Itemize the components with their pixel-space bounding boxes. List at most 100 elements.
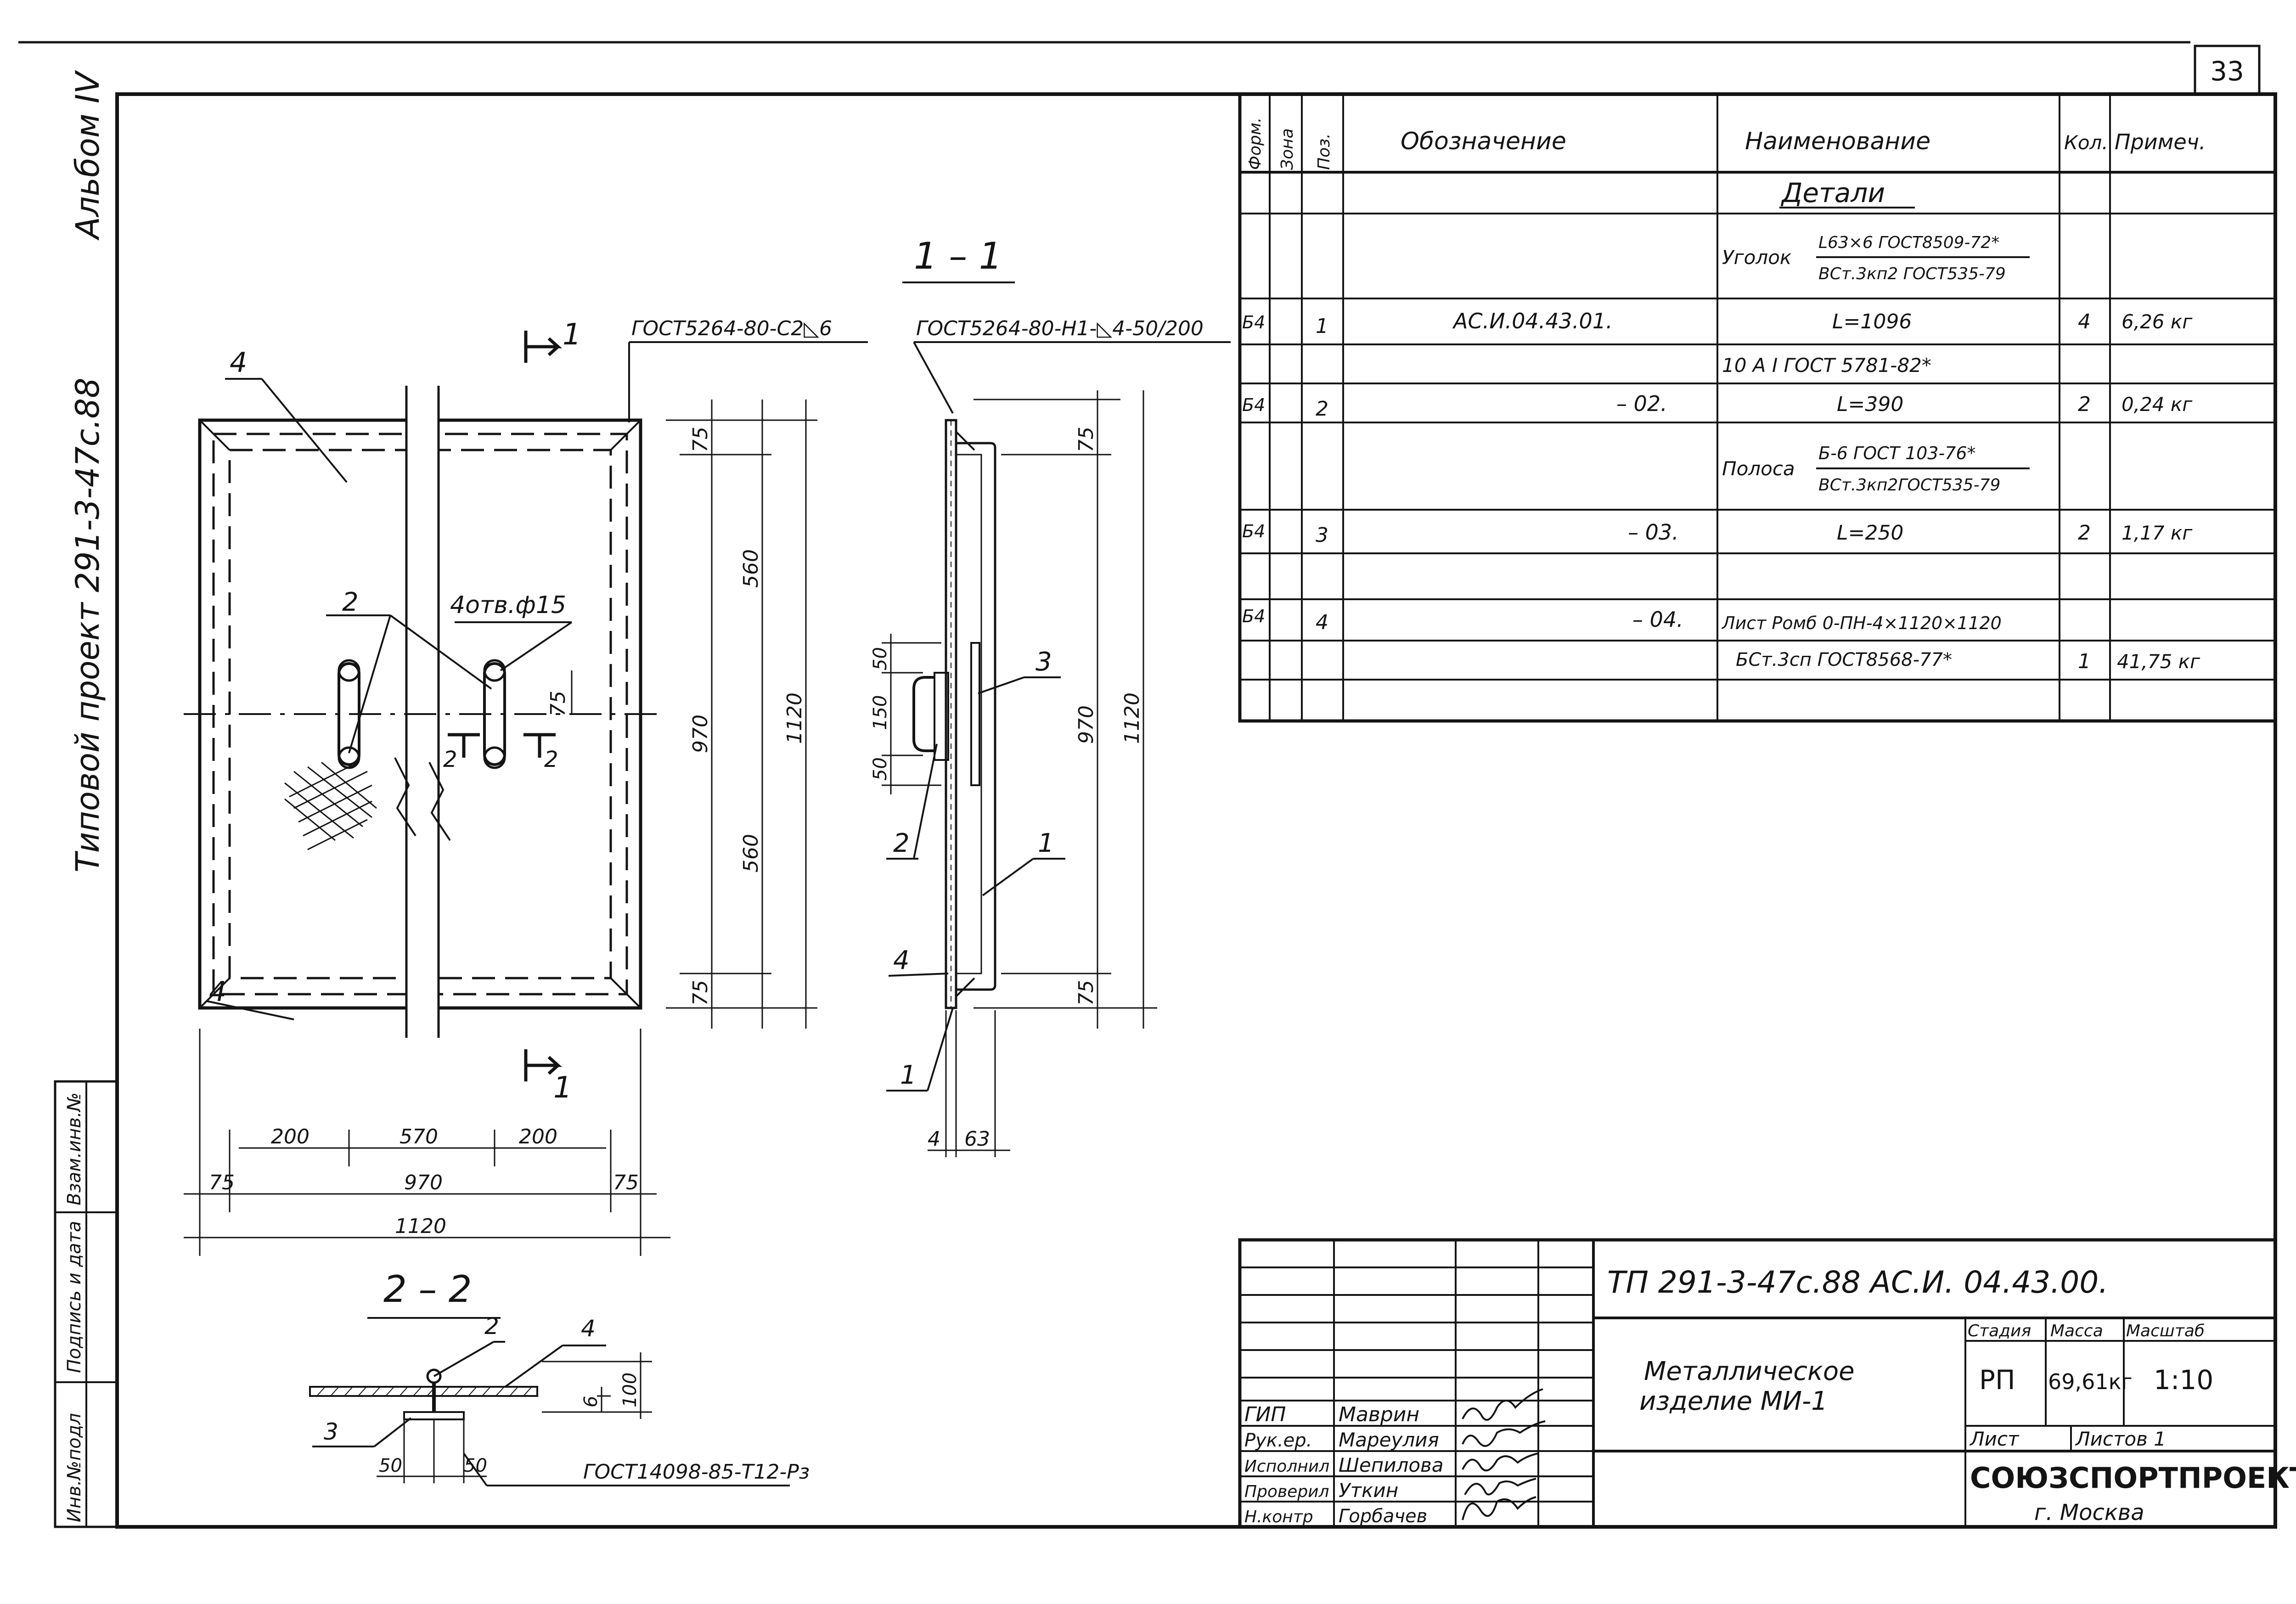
row5-name: L=250: [1837, 521, 1903, 545]
role-3: Проверил: [1244, 1482, 1329, 1501]
row5-pos: 3: [1316, 523, 1328, 547]
city-name: г. Москва: [2034, 1500, 2144, 1525]
row8-qty: 1: [2078, 650, 2091, 673]
vdim-1: 75: [689, 427, 712, 452]
role-0: ГИП: [1244, 1403, 1286, 1426]
scale-label: Масштаб: [2126, 1322, 2205, 1340]
callout-2: 2: [342, 587, 359, 617]
hdim-1a: 200: [271, 1125, 310, 1148]
row3-pos: 2: [1316, 397, 1328, 421]
s11-callout-1b: 1: [900, 1060, 917, 1090]
stage-value: РП: [1979, 1364, 2015, 1396]
row7-name: Лист Ромб 0-ПН-4×1120×1120: [1721, 613, 2002, 633]
row0-name: Уголок: [1722, 246, 1792, 269]
s22-dim-50a: 50: [379, 1455, 402, 1476]
role-2: Исполнил: [1244, 1457, 1329, 1476]
section-title-details: Детали: [1780, 177, 1885, 208]
plan-weld-note: ГОСТ5264-80-С2◺6: [631, 317, 832, 340]
header-form: Форм.: [1246, 118, 1265, 170]
hdim-2c: 75: [613, 1171, 639, 1194]
album-label: Альбом IV: [69, 70, 107, 241]
s11-callout-4: 4: [893, 946, 910, 975]
row5-note: 1,17 кг: [2122, 522, 2193, 544]
row1-note: 6,26 кг: [2122, 310, 2193, 333]
row4-name-den: ВСт.3кп2ГОСТ535-79: [1818, 476, 2000, 495]
hdim-2b: 970: [404, 1171, 443, 1194]
role-1: Рук.ер.: [1244, 1430, 1312, 1451]
section-1-1-title: 1 – 1: [914, 235, 1002, 277]
handle-right: [483, 662, 506, 766]
vdim-3: 970: [689, 715, 712, 753]
project-label: Типовой проект 291-3-47с.88: [69, 377, 107, 872]
s22-callout-2: 2: [484, 1313, 499, 1339]
row1-form: Б4: [1242, 312, 1265, 332]
row3-qty: 2: [2078, 393, 2091, 416]
row4-name: Полоса: [1722, 457, 1795, 480]
stamp-box-1: Инв.№подл: [64, 1413, 85, 1522]
header-note: Примеч.: [2115, 129, 2206, 154]
stamp-box-3: Взам.инв.№: [64, 1092, 85, 1205]
main-frame: [115, 92, 2277, 1529]
sheets-label: Листов 1: [2075, 1428, 2166, 1450]
name-3: Уткин: [1339, 1479, 1398, 1502]
mesh-hatch: [284, 761, 377, 850]
row7-designation: – 04.: [1632, 607, 1683, 632]
sheet-label: Лист: [1969, 1428, 2020, 1450]
s11-handle-dim-1: 50: [870, 647, 891, 670]
mass-value: 69,61кг: [2048, 1369, 2133, 1394]
name-4: Горбачев: [1339, 1506, 1427, 1527]
row4-name-num: Б-6 ГОСТ 103-76*: [1818, 443, 1976, 463]
hdim-1b: 570: [400, 1125, 438, 1148]
stage-label: Стадия: [1968, 1322, 2031, 1340]
vdim-5: 75: [689, 980, 712, 1006]
row0-name-den: ВСт.3кп2 ГОСТ535-79: [1818, 265, 2006, 283]
section2-mark-right: 2: [544, 747, 558, 772]
s11-bottom-dim-2: 63: [964, 1127, 990, 1151]
org-name: СОЮЗСПОРТПРОЕКТ: [1970, 1461, 2296, 1495]
header-name: Наименование: [1745, 128, 1930, 155]
vdim-4: 560: [739, 834, 763, 872]
row7-pos: 4: [1316, 611, 1328, 634]
holes-note: 4отв.ф15: [450, 591, 566, 619]
name-2: Шепилова: [1339, 1454, 1444, 1476]
s11-handle-dim-2: 150: [870, 695, 891, 730]
dim-75-handle: 75: [546, 691, 570, 716]
callout-4-top: 4: [230, 347, 247, 379]
s11-callout-1a: 1: [1038, 828, 1054, 858]
row7-form: Б4: [1242, 606, 1265, 626]
row5-designation: – 03.: [1628, 520, 1679, 545]
vdim-total: 1120: [783, 692, 806, 744]
hdim-2a: 75: [209, 1171, 235, 1194]
row3-form: Б4: [1242, 395, 1265, 415]
section-mark-bottom: 1: [553, 1071, 572, 1105]
header-designation: Обозначение: [1401, 128, 1566, 155]
s11-callout-2: 2: [893, 828, 910, 858]
header-zone: Зона: [1278, 128, 1297, 170]
row3-name: L=390: [1837, 393, 1903, 416]
section-2-2: 2 – 2 2 4 3 6 100 50 50 Г: [309, 1268, 810, 1486]
sheet-frame: 33: [18, 41, 2277, 1529]
section-2-2-title: 2 – 2: [383, 1268, 472, 1311]
name-1: Мареулия: [1339, 1429, 1439, 1451]
row2-name: 10 А I ГОСТ 5781-82*: [1722, 354, 1931, 377]
row1-name: L=1096: [1832, 310, 1912, 333]
s22-callout-3: 3: [324, 1418, 338, 1445]
row1-pos: 1: [1316, 315, 1328, 338]
row3-note: 0,24 кг: [2122, 393, 2193, 416]
s22-dim-6: 6: [580, 1396, 602, 1407]
signatures: [1462, 1388, 1546, 1520]
s11-callout-3: 3: [1035, 647, 1052, 677]
s22-weld-note: ГОСТ14098-85-Т12-Рз: [583, 1460, 810, 1484]
role-4: Н.контр: [1244, 1508, 1313, 1526]
section-weld-note: ГОСТ5264-80-Н1-◺4-50/200: [916, 317, 1204, 340]
vdim-2: 560: [739, 549, 763, 588]
row5-form: Б4: [1242, 521, 1265, 541]
section-mark-top: 1: [563, 318, 581, 352]
title-block: ТП 291-3-47с.88 АС.И. 04.43.00. Металлич…: [1238, 1238, 2296, 1529]
s11-dim-1: 75: [1075, 427, 1098, 452]
item-name-1: Металлическое: [1644, 1356, 1855, 1386]
section2-mark-left: 2: [443, 747, 457, 772]
item-name-2: изделие МИ-1: [1639, 1386, 1828, 1416]
row1-designation: АС.И.04.43.01.: [1452, 309, 1613, 333]
